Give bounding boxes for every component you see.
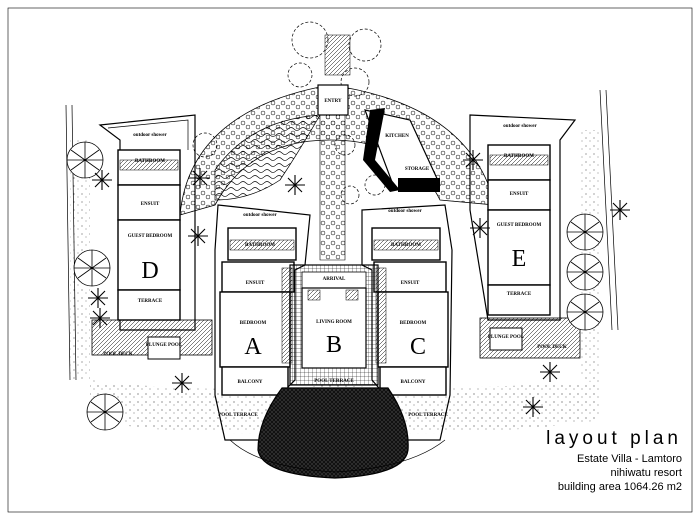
- entry-trees: [192, 21, 386, 205]
- unit-a-terrace-label: POOL TERRACE: [218, 413, 258, 418]
- garden-path: [319, 109, 346, 261]
- main-pool: [257, 387, 409, 479]
- unit-e-outdoor-label: outdoor shower: [503, 124, 537, 129]
- unit-d-guest-label: GUEST BEDROOM: [128, 234, 173, 239]
- unit-e: outdoor shower BATHROOM ENSUIT GUEST BED…: [469, 114, 581, 359]
- unit-b-arrival-label: ARRIVAL: [323, 277, 346, 282]
- entry-stair: [324, 34, 351, 76]
- palm-trees: [66, 141, 604, 431]
- unit-c-bedroom-label: BEDROOM: [400, 321, 427, 326]
- resort-name: nihiwatu resort: [610, 467, 682, 479]
- unit-c-terrace-label: POOL TERRACE: [408, 413, 448, 418]
- unit-a-letter: A: [244, 334, 262, 360]
- unit-a-bedroom-label: BEDROOM: [240, 321, 267, 326]
- storage-room: [398, 178, 440, 192]
- unit-b-pool-label: POOL TERRACE: [314, 379, 354, 384]
- entry-room: [317, 84, 349, 116]
- unit-e-letter: E: [512, 246, 527, 272]
- unit-c-ensuit-label: ENSUIT: [401, 281, 420, 286]
- unit-a-bath-label: BATHROOM: [245, 243, 275, 248]
- entry-label: ENTRY: [324, 99, 342, 104]
- unit-c-letter: C: [410, 334, 426, 360]
- unit-c-bath-label: BATHROOM: [391, 243, 421, 248]
- unit-e-guest-label: GUEST BEDROOM: [497, 223, 542, 228]
- unit-b: ARRIVAL LIVING ROOM B POOL TERRACE: [281, 264, 387, 386]
- unit-b-letter: B: [326, 332, 342, 358]
- drawing-frame: [7, 7, 693, 513]
- unit-d-outdoor-label: outdoor shower: [133, 133, 167, 138]
- shrubs: [88, 150, 630, 417]
- unit-e-plunge-label: PLUNGE POOL: [488, 335, 525, 340]
- unit-d-ensuit-label: ENSUIT: [141, 202, 160, 207]
- unit-d-deck-label: POOL DECK: [103, 352, 133, 357]
- pool-surround: [229, 439, 446, 473]
- project-name: Estate Villa - Lamtoro: [577, 453, 682, 465]
- garden-water-feature: [214, 114, 321, 201]
- unit-e-bath-label: BATHROOM: [504, 154, 534, 159]
- unit-a: outdoor shower BATHROOM ENSUIT BEDROOM A…: [214, 204, 311, 441]
- unit-a-outdoor-label: outdoor shower: [243, 213, 277, 218]
- unit-e-terrace-label: TERRACE: [507, 292, 532, 297]
- unit-a-balcony-label: BALCONY: [237, 380, 262, 385]
- unit-d: outdoor shower BATHROOM ENSUIT GUEST BED…: [91, 114, 213, 360]
- building-area: building area 1064.26 m2: [557, 481, 682, 493]
- kitchen-wall-dark: [363, 108, 400, 192]
- unit-d-terrace-label: TERRACE: [138, 299, 163, 304]
- title-block: layout plan Estate Villa - Lamtoro nihiw…: [546, 428, 682, 494]
- kitchen-label: KITCHEN: [385, 134, 409, 139]
- unit-d-letter: D: [141, 258, 158, 284]
- unit-a-ensuit-label: ENSUIT: [246, 281, 265, 286]
- unit-d-bath-label: BATHROOM: [135, 159, 165, 164]
- unit-e-ensuit-label: ENSUIT: [510, 192, 529, 197]
- storage-label: STORAGE: [405, 167, 430, 172]
- unit-b-living-label: LIVING ROOM: [316, 320, 352, 325]
- unit-c-outdoor-label: outdoor shower: [388, 209, 422, 214]
- unit-e-deck-label: POOL DECK: [537, 345, 567, 350]
- drawing-title: layout plan: [546, 428, 682, 449]
- unit-c-balcony-label: BALCONY: [400, 380, 425, 385]
- unit-d-plunge-label: PLUNGE POOL: [146, 343, 183, 348]
